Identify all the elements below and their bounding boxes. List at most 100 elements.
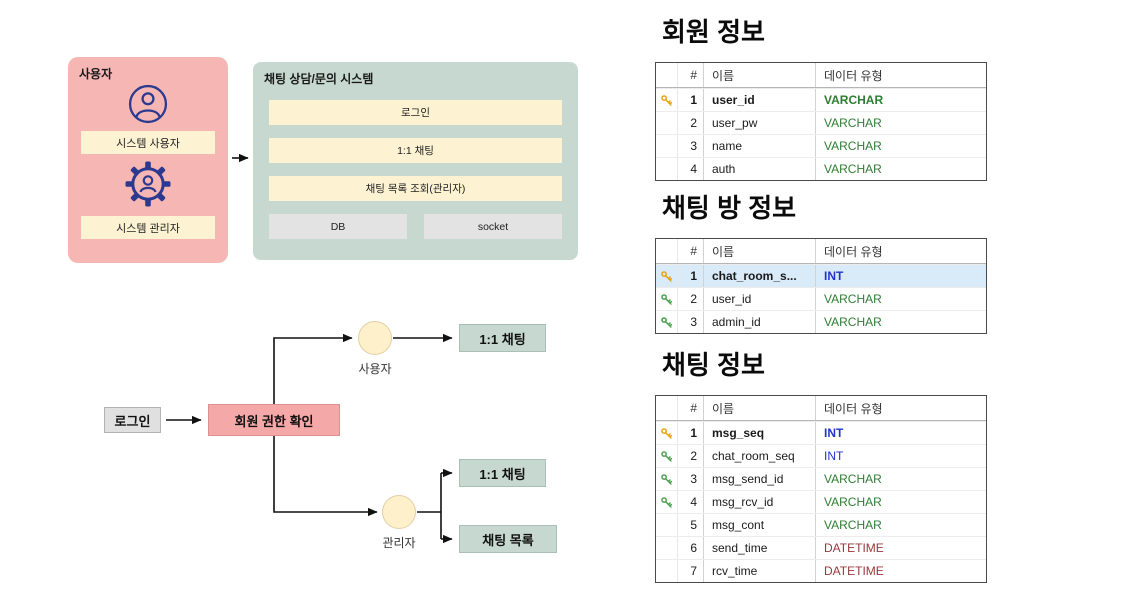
user-person-icon: [127, 83, 169, 125]
foreign-key-icon: [656, 468, 678, 490]
column-name-cell: user_id: [704, 89, 816, 111]
column-name-cell: msg_rcv_id: [704, 491, 816, 513]
column-name-cell: user_id: [704, 288, 816, 310]
column-name-cell: name: [704, 135, 816, 157]
column-index-cell: 5: [678, 514, 704, 536]
column-name-cell: rcv_time: [704, 560, 816, 582]
column-type-cell: INT: [824, 426, 844, 440]
flow-admin-list-node: 채팅 목록: [459, 525, 557, 553]
column-type-cell: VARCHAR: [824, 472, 882, 486]
column-index-cell: 3: [678, 311, 704, 333]
column-index-cell: 3: [678, 468, 704, 490]
flow-user-circle-label: 사용자: [358, 362, 392, 376]
type-column-header: 데이터 유형: [824, 244, 883, 259]
type-column-header: 데이터 유형: [824, 68, 883, 83]
admin-gear-icon: [124, 160, 172, 208]
key-cell: [656, 135, 678, 157]
key-column-header: [656, 396, 678, 420]
column-index-cell: 2: [678, 445, 704, 467]
feature-chat-list-admin: 채팅 목록 조회(관리자): [269, 176, 562, 201]
key-cell: [656, 537, 678, 559]
admin-branch-lines: [417, 473, 442, 539]
foreign-key-icon: [656, 311, 678, 333]
name-column-header: 이름: [704, 63, 816, 87]
number-column-header: #: [678, 396, 704, 420]
column-index-cell: 2: [678, 112, 704, 134]
number-column-header: #: [678, 63, 704, 87]
column-type-cell: VARCHAR: [824, 162, 882, 176]
member-info-title: 회원 정보: [662, 17, 765, 47]
flow-user-chat-node: 1:1 채팅: [459, 324, 546, 352]
column-name-cell: send_time: [704, 537, 816, 559]
column-name-cell: user_pw: [704, 112, 816, 134]
chat-room-info-title: 채팅 방 정보: [662, 193, 797, 223]
type-column-header: 데이터 유형: [824, 401, 883, 416]
column-name-cell: msg_cont: [704, 514, 816, 536]
key-cell: [656, 158, 678, 180]
table-header-row: #이름 데이터 유형: [656, 63, 986, 88]
foreign-key-icon: [656, 288, 678, 310]
column-index-cell: 4: [678, 491, 704, 513]
column-name-cell: chat_room_s...: [704, 265, 816, 287]
column-name-cell: chat_room_seq: [704, 445, 816, 467]
column-type-cell: VARCHAR: [824, 139, 882, 153]
system-user-label: 시스템 사용자: [81, 131, 215, 154]
column-index-cell: 3: [678, 135, 704, 157]
name-column-header: 이름: [704, 396, 816, 420]
key-cell: [656, 514, 678, 536]
column-type-cell: VARCHAR: [824, 495, 882, 509]
column-name-cell: admin_id: [704, 311, 816, 333]
column-index-cell: 6: [678, 537, 704, 559]
flow-admin-circle-label: 관리자: [382, 536, 416, 550]
foreign-key-icon: [656, 491, 678, 513]
column-type-cell: DATETIME: [824, 541, 884, 555]
flow-admin-circle: [382, 495, 416, 529]
system-admin-label: 시스템 관리자: [81, 216, 215, 239]
column-index-cell: 1: [678, 89, 704, 111]
key-column-header: [656, 63, 678, 87]
chat-info-title: 채팅 정보: [662, 350, 765, 380]
flow-admin-chat-node: 1:1 채팅: [459, 459, 546, 487]
system-group-title: 채팅 상담/문의 시스템: [264, 72, 374, 86]
name-column-header: 이름: [704, 239, 816, 263]
column-type-cell: VARCHAR: [824, 518, 882, 532]
column-index-cell: 4: [678, 158, 704, 180]
foreign-key-icon: [656, 445, 678, 467]
column-name-cell: auth: [704, 158, 816, 180]
key-cell: [656, 560, 678, 582]
column-index-cell: 7: [678, 560, 704, 582]
key-column-header: [656, 239, 678, 263]
component-db: DB: [269, 214, 407, 239]
primary-key-icon: [656, 89, 678, 111]
primary-key-icon: [656, 422, 678, 444]
component-socket: socket: [424, 214, 562, 239]
flow-login-node: 로그인: [104, 407, 161, 433]
arrow-auth-to-user-circle: [273, 333, 353, 404]
table-header-row: #이름 데이터 유형: [656, 396, 986, 421]
column-type-cell: INT: [824, 269, 844, 283]
number-column-header: #: [678, 239, 704, 263]
column-index-cell: 2: [678, 288, 704, 310]
actors-group-box: 사용자 시스템 사용자: [68, 57, 228, 263]
flow-auth-check-node: 회원 권한 확인: [208, 404, 340, 436]
column-type-cell: VARCHAR: [824, 116, 882, 130]
column-type-cell: DATETIME: [824, 564, 884, 578]
